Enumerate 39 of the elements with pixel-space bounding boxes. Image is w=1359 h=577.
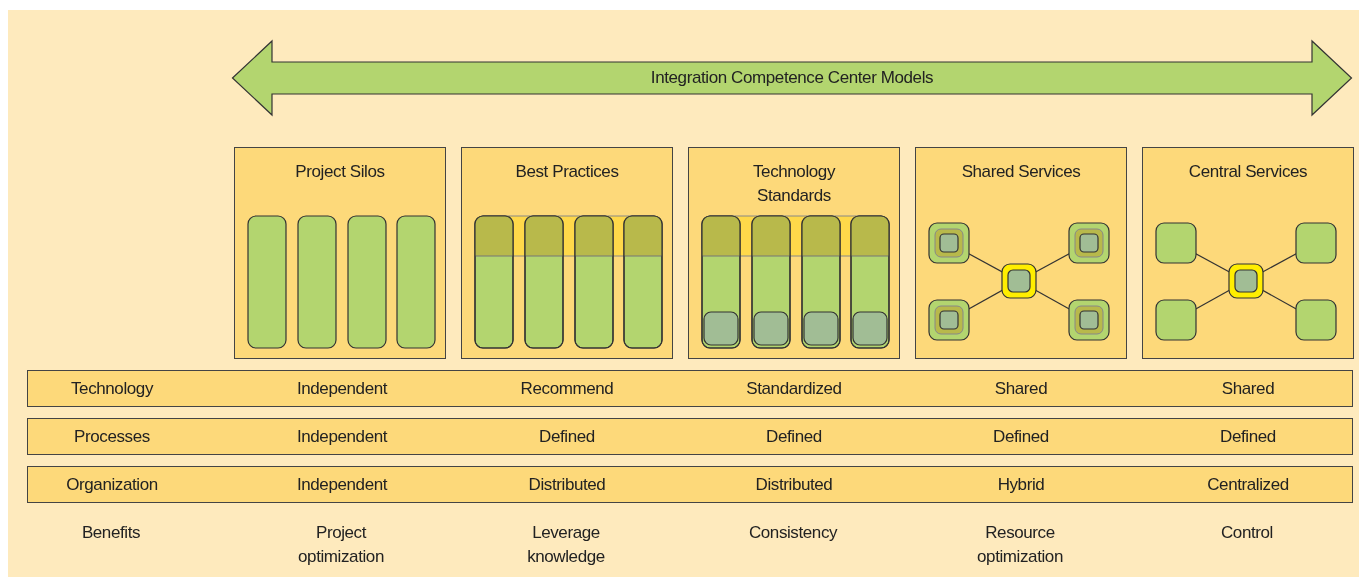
row-value: Recommend (519, 378, 615, 400)
benefit-text: Control (1220, 522, 1274, 544)
double-arrow-band (231, 39, 1353, 117)
model-card (461, 147, 673, 359)
row-header: Processes (73, 426, 151, 448)
row-header: Organization (65, 474, 159, 496)
model-card (688, 147, 900, 359)
row-value: Defined (992, 426, 1050, 448)
row-value: Hybrid (996, 474, 1046, 496)
row-value: Shared (1220, 378, 1276, 400)
row-header: Benefits (80, 522, 142, 544)
attribute-row (27, 370, 1353, 407)
benefit-text: Resource optimization (976, 522, 1064, 568)
benefit-text: Project optimization (297, 522, 385, 568)
row-value: Independent (295, 378, 389, 400)
benefit-text: Consistency (747, 522, 839, 544)
row-header: Technology (70, 378, 155, 400)
row-value: Distributed (754, 474, 834, 496)
row-value: Defined (765, 426, 823, 448)
row-value: Standardized (745, 378, 843, 400)
row-value: Defined (1219, 426, 1277, 448)
model-card (1142, 147, 1354, 359)
benefit-text: Leverage knowledge (526, 522, 606, 568)
band-label: Integration Competence Center Models (649, 67, 935, 89)
model-title: Best Practices (514, 161, 620, 183)
model-title: Central Services (1187, 161, 1309, 183)
model-title: Technology Standards (752, 161, 837, 207)
row-value: Defined (538, 426, 596, 448)
row-value: Centralized (1206, 474, 1290, 496)
row-value: Independent (295, 474, 389, 496)
model-title: Shared Services (960, 161, 1082, 183)
model-title: Project Silos (294, 161, 386, 183)
attribute-row (27, 418, 1353, 455)
model-card (915, 147, 1127, 359)
row-value: Shared (993, 378, 1049, 400)
row-value: Independent (295, 426, 389, 448)
attribute-row (27, 466, 1353, 503)
model-card (234, 147, 446, 359)
row-value: Distributed (527, 474, 607, 496)
